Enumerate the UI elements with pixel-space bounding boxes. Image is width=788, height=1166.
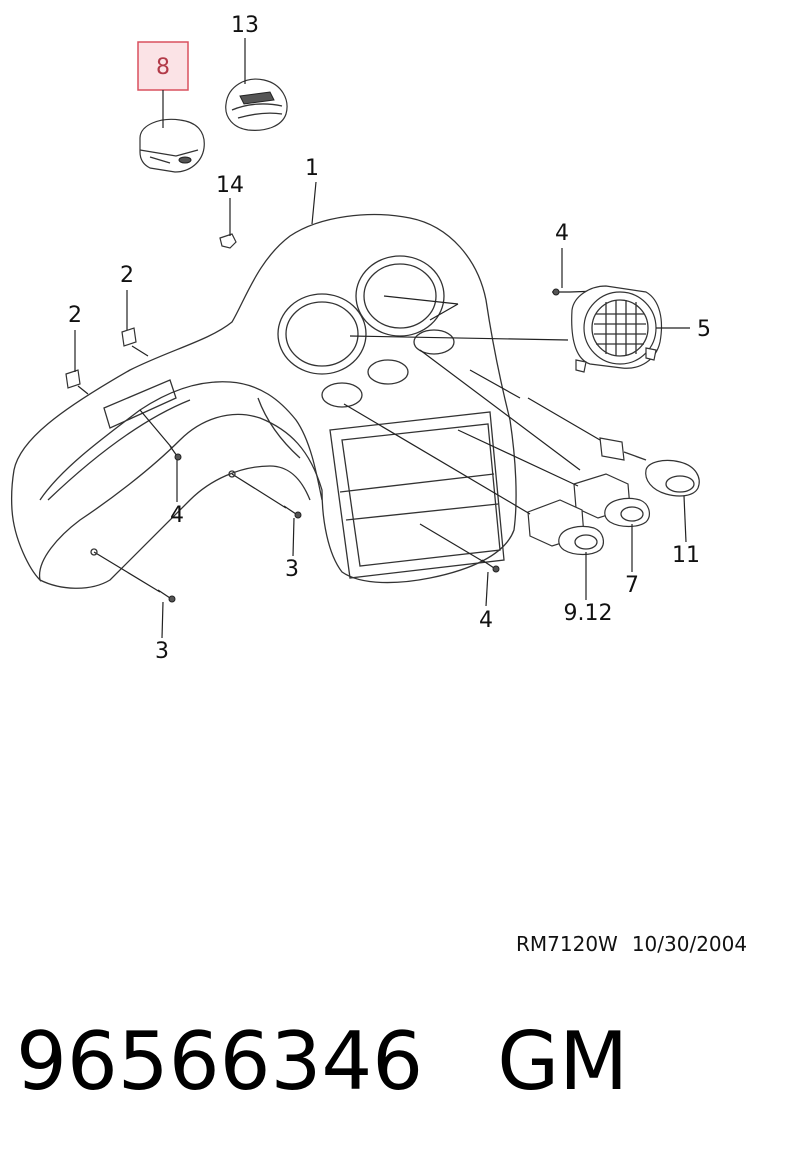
callout-13[interactable]: 13 (231, 13, 259, 38)
part-5-air-vent (571, 285, 663, 373)
drawing-reference: RM7120W 10/30/2004 (516, 932, 747, 956)
drawing-code: RM7120W (516, 932, 618, 956)
part-4-screw-vent (552, 288, 570, 296)
part-3-screw-left (157, 589, 176, 603)
callout-11[interactable]: 11 (672, 543, 700, 568)
callout-3-left[interactable]: 3 (155, 639, 169, 664)
callout-14[interactable]: 14 (216, 173, 244, 198)
callout-2-upper[interactable]: 2 (120, 263, 134, 288)
part-11-switch (599, 437, 700, 497)
callout-4-vent[interactable]: 4 (555, 221, 569, 246)
part-7-switch (573, 473, 650, 528)
part-number: 96566346 (16, 1015, 424, 1108)
callout-7[interactable]: 7 (625, 573, 639, 598)
callout-1[interactable]: 1 (305, 156, 319, 181)
callout-9-12[interactable]: 9.12 (564, 601, 613, 626)
drawing-date: 10/30/2004 (631, 932, 748, 956)
part-4-screw-left (169, 445, 182, 461)
part-13-knob (225, 78, 288, 131)
callout-4-lower[interactable]: 4 (479, 608, 493, 633)
part-3-screw-right (283, 505, 302, 519)
callout-5[interactable]: 5 (697, 317, 711, 342)
callout-2-lower[interactable]: 2 (68, 303, 82, 328)
callout-4-left[interactable]: 4 (170, 503, 184, 528)
part-14-clip (219, 233, 237, 249)
callout-8[interactable]: 8 (156, 55, 170, 80)
brand: GM (497, 1015, 629, 1108)
part-9-12-switch (527, 499, 604, 556)
part-2-clip-lower (65, 369, 81, 389)
callout-8-highlight-box[interactable] (137, 41, 189, 91)
callout-3-right[interactable]: 3 (285, 557, 299, 582)
part-2-clip-upper (121, 327, 137, 347)
part-8-knob (139, 118, 205, 173)
part-1-instrument-panel (10, 213, 517, 589)
